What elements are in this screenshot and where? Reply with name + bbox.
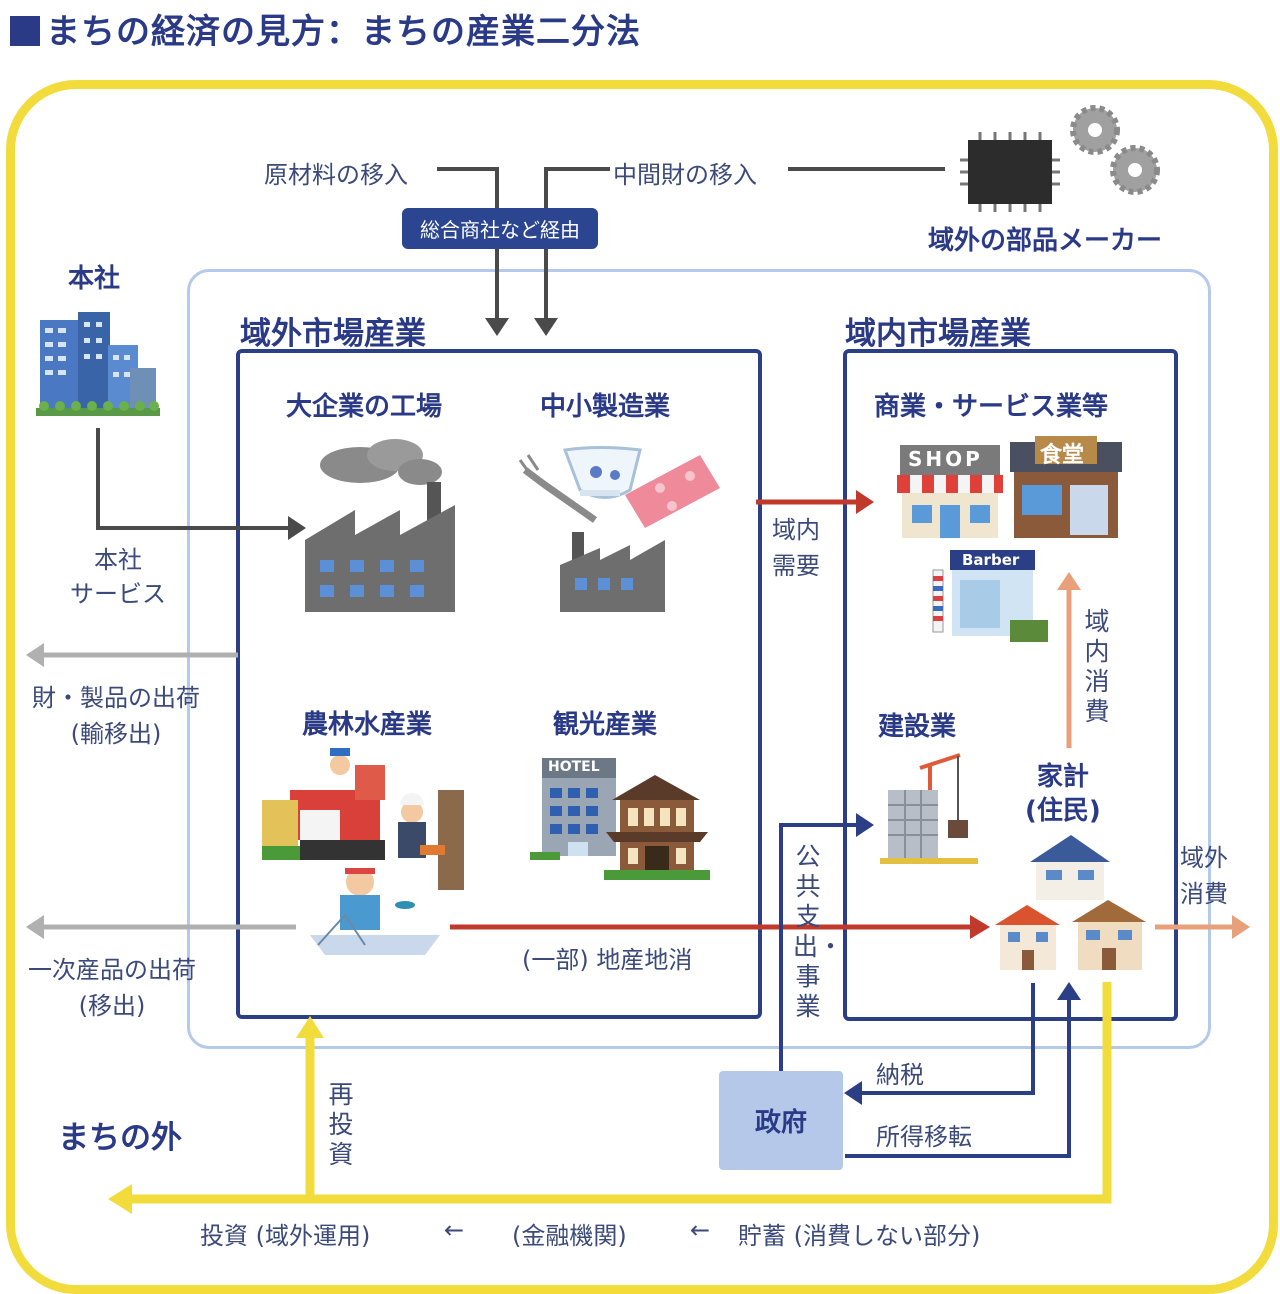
tax-arrow bbox=[844, 983, 1035, 1105]
government-box: 政府 bbox=[719, 1071, 843, 1170]
income-transfer-arrow bbox=[845, 982, 1081, 1158]
financial-label: (金融機関) bbox=[512, 1222, 627, 1250]
goods-shipment-arrow bbox=[26, 643, 238, 667]
office-building-icon bbox=[36, 312, 160, 416]
hotel-sign: HOTEL bbox=[548, 759, 600, 775]
public-spending-label: 公共支出・事業 bbox=[793, 842, 844, 1021]
outside-consumption-label: 域外 消費 bbox=[1180, 844, 1228, 908]
chip-icon bbox=[960, 132, 1060, 212]
household-label: 家計 (住民) bbox=[1025, 762, 1101, 826]
outside-consumption-arrow bbox=[1155, 915, 1250, 939]
investment-label: 投資 (域外運用) bbox=[200, 1222, 371, 1250]
local-production-label: (一部) 地産地消 bbox=[522, 946, 693, 974]
house-icon bbox=[995, 835, 1146, 970]
local-market-box bbox=[843, 349, 1178, 1021]
local-demand-arrow bbox=[756, 490, 874, 514]
restaurant-sign: 食堂 bbox=[1040, 443, 1085, 468]
inner-frame bbox=[187, 269, 1211, 1049]
goods-shipment-label: 財・製品の出荷 (輸移出) bbox=[32, 684, 200, 748]
page-title: まちの経済の見方：まちの産業二分法 bbox=[10, 4, 641, 53]
savings-investment-arrow bbox=[108, 982, 1112, 1214]
raw-materials-arrow bbox=[437, 167, 509, 336]
primary-shipment-arrow bbox=[26, 915, 296, 939]
sme-manufacturing-label: 中小製造業 bbox=[540, 392, 671, 422]
intermediate-goods-label: 中間財の移入 bbox=[613, 161, 757, 189]
local-consumption-label: 域内消費 bbox=[1084, 607, 1110, 726]
crane-icon bbox=[880, 753, 978, 864]
public-spending-arrow bbox=[779, 813, 874, 1071]
hq-label: 本社 bbox=[68, 264, 121, 294]
local-production-arrow bbox=[450, 915, 990, 939]
barber-sign: Barber bbox=[962, 551, 1020, 569]
gear-icon bbox=[1070, 105, 1160, 195]
via-trading-badge: 総合商社など経由 bbox=[402, 208, 598, 249]
agri-label: 農林水産業 bbox=[302, 710, 433, 740]
reinvest-label: 再投資 bbox=[328, 1080, 354, 1169]
hq-service-arrow bbox=[96, 428, 306, 540]
outside-town-label: まちの外 bbox=[58, 1120, 182, 1156]
export-market-box bbox=[236, 349, 762, 1019]
commerce-services-label: 商業・サービス業等 bbox=[874, 392, 1109, 422]
tourism-label: 観光産業 bbox=[553, 710, 658, 740]
small-factory-icon bbox=[560, 532, 665, 612]
fabric-icon bbox=[625, 455, 720, 528]
outer-frame bbox=[6, 80, 1278, 1294]
tractor-icon bbox=[262, 748, 385, 860]
local-market-heading: 域内市場産業 bbox=[845, 316, 1031, 352]
barber-icon bbox=[932, 550, 1048, 642]
export-market-heading: 域外市場産業 bbox=[240, 316, 426, 352]
hq-service-label: 本社 サービス bbox=[70, 546, 166, 608]
parts-maker-label: 域外の部品メーカー bbox=[928, 226, 1163, 256]
tableware-icon bbox=[518, 446, 642, 523]
restaurant-icon bbox=[1010, 436, 1122, 538]
shop-icon bbox=[897, 445, 1003, 538]
primary-shipment-label: 一次産品の出荷 (移出) bbox=[28, 956, 196, 1020]
intermediate-goods-arrow bbox=[534, 167, 945, 336]
page-title-text: まちの経済の見方：まちの産業二分法 bbox=[46, 12, 641, 52]
title-square-icon bbox=[10, 16, 40, 46]
tax-label: 納税 bbox=[876, 1061, 924, 1089]
big-factory-label: 大企業の工場 bbox=[286, 392, 443, 422]
arrow-left-1: ← bbox=[444, 1216, 465, 1244]
government-label: 政府 bbox=[754, 1108, 807, 1138]
raw-materials-label: 原材料の移入 bbox=[264, 161, 408, 189]
hotel-icon bbox=[530, 758, 616, 860]
local-demand-label: 域内 需要 bbox=[772, 516, 820, 580]
local-consumption-arrow bbox=[1057, 572, 1081, 748]
arrow-left-2: ← bbox=[690, 1216, 711, 1244]
factory-icon bbox=[305, 439, 455, 612]
ryokan-icon bbox=[604, 775, 710, 880]
shop-sign: SHOP bbox=[908, 447, 983, 471]
income-transfer-label: 所得移転 bbox=[876, 1123, 972, 1151]
lumberjack-icon bbox=[398, 790, 464, 890]
savings-label: 貯蓄 (消費しない部分) bbox=[738, 1222, 981, 1250]
fisher-icon bbox=[310, 868, 440, 955]
construction-label: 建設業 bbox=[878, 712, 957, 742]
